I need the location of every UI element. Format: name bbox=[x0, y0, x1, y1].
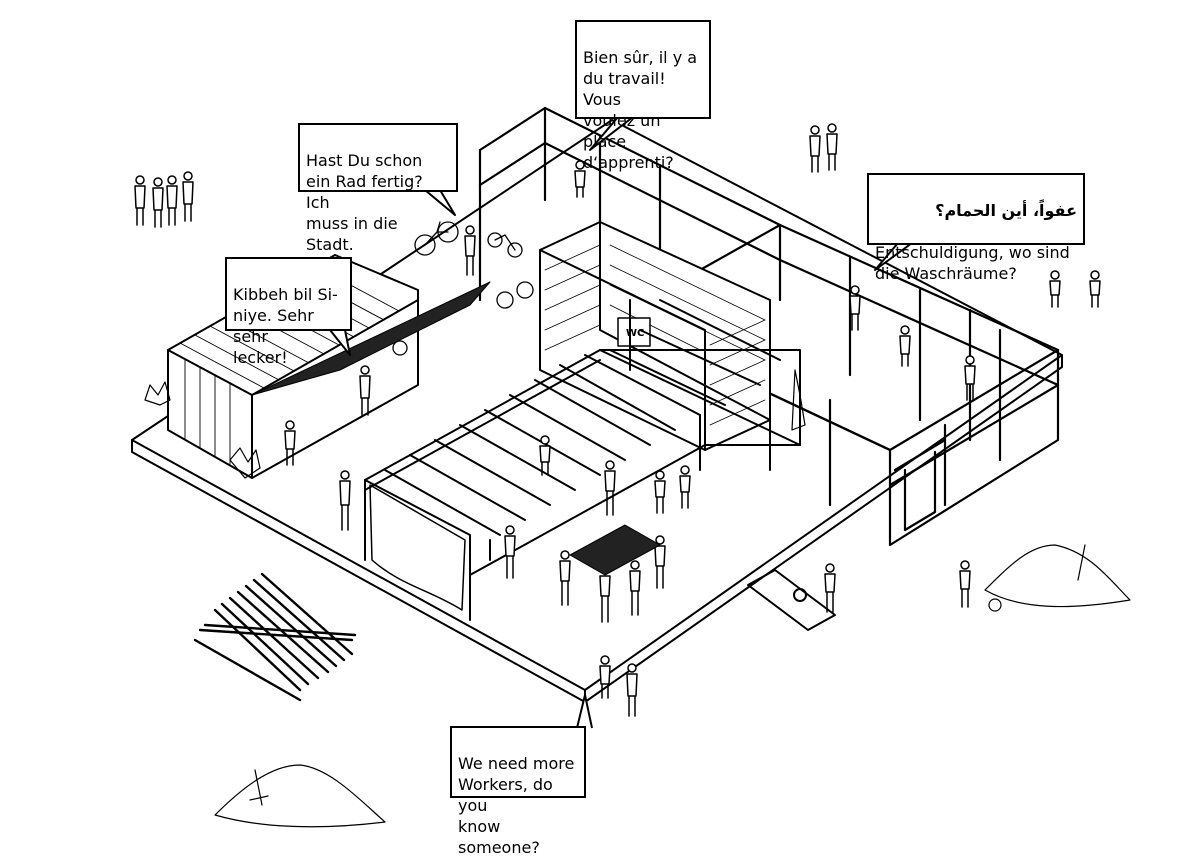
soil-pile-right bbox=[984, 544, 1131, 612]
speech-bubble-arabic-german: عفواً، أين الحمام؟ Entschuldigung, wo si… bbox=[867, 173, 1085, 283]
speech-bubble-workers: We need more Workers, do you know someon… bbox=[450, 726, 586, 857]
speech-bubble-french-text: Bien sûr, il y a du travail! Vous voulez… bbox=[583, 48, 698, 172]
speech-bubble-german-text: Entschuldigung, wo sind die Waschräume? bbox=[875, 243, 1070, 283]
tail-food bbox=[329, 329, 351, 356]
people bbox=[134, 123, 1101, 717]
ramp-board bbox=[747, 569, 836, 631]
soil-pile-left bbox=[214, 764, 386, 828]
speech-bubble-arabic-text: عفواً، أين الحمام؟ bbox=[935, 201, 1077, 220]
speech-bubble-workers-text: We need more Workers, do you know someon… bbox=[458, 754, 575, 857]
workbench bbox=[569, 524, 661, 576]
wc-sign: WC bbox=[626, 328, 644, 339]
speech-bubble-food: Kibbeh bil Si- niye. Sehr sehr lecker! bbox=[225, 257, 352, 367]
tail-workers bbox=[576, 694, 593, 729]
tail-arabic bbox=[874, 242, 913, 271]
tail-german-bike bbox=[424, 189, 456, 216]
speech-bubble-food-text: Kibbeh bil Si- niye. Sehr sehr lecker! bbox=[233, 285, 338, 367]
hall-frame bbox=[478, 106, 1060, 547]
tail-french bbox=[589, 116, 634, 151]
bicycles bbox=[392, 221, 534, 356]
container-kitchen bbox=[167, 254, 491, 479]
speech-bubble-german-bike: Hast Du schon ein Rad fertig? Ich muss i… bbox=[298, 123, 458, 254]
plants bbox=[144, 369, 806, 479]
speech-bubble-german-bike-text: Hast Du schon ein Rad fertig? Ich muss i… bbox=[306, 151, 423, 254]
speech-bubble-french: Bien sûr, il y a du travail! Vous voulez… bbox=[575, 20, 711, 172]
steel-bars-pile bbox=[193, 572, 357, 702]
